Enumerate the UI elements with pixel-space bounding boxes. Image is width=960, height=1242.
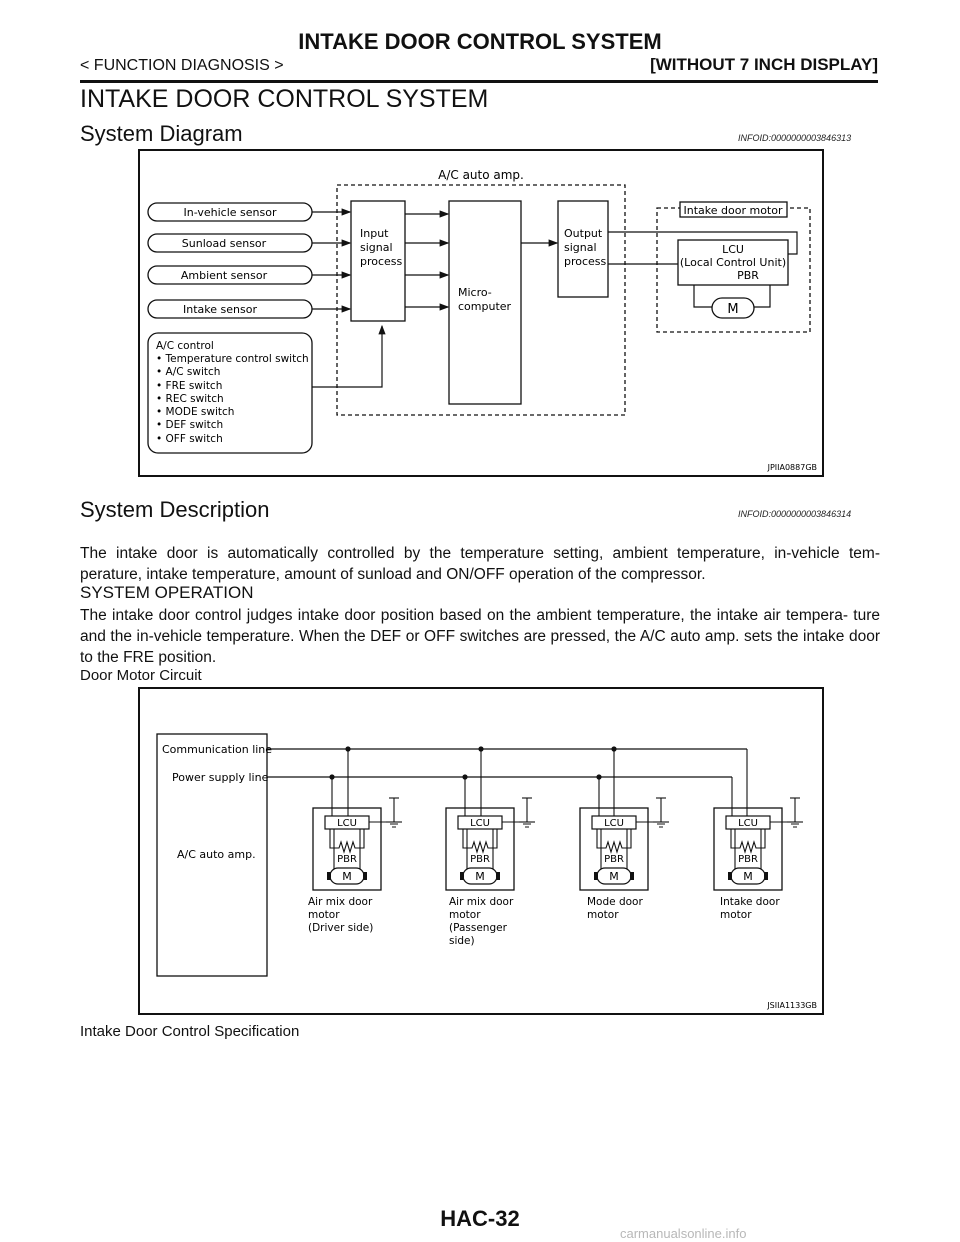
lcu-label: LCU — [722, 243, 744, 256]
motor-name: motor — [449, 909, 481, 921]
door-motor-circuit-svg: Communication line Power supply line A/C… — [156, 733, 817, 1010]
sensor-sunload: Sunload sensor — [182, 237, 267, 250]
lcu-label: LCU — [337, 818, 357, 829]
lcu-label: LCU — [604, 818, 624, 829]
sensor-boxes: In-vehicle sensor Sunload sensor Ambient… — [147, 202, 313, 319]
lcu-label: (Local Control Unit) — [680, 256, 786, 269]
motor-m-label: M — [342, 870, 352, 883]
pbr-label: PBR — [337, 854, 357, 865]
motor-m-label: M — [475, 870, 485, 883]
power-line-label: Power supply line — [172, 771, 269, 784]
micro-label: Micro- — [458, 286, 492, 299]
amp-label-2: A/C auto amp. — [177, 848, 256, 861]
motor-name: Intake door — [720, 896, 780, 908]
section-title-system-diagram: System Diagram — [80, 121, 243, 146]
motor-name: (Driver side) — [308, 922, 373, 934]
motor-m-label: M — [743, 870, 753, 883]
input-block-label: signal — [360, 241, 393, 254]
micro-label: computer — [458, 300, 512, 313]
sensor-in-vehicle: In-vehicle sensor — [183, 206, 276, 219]
system-operation-paragraph: The intake door control judges intake do… — [80, 607, 880, 666]
amp-box — [156, 733, 268, 977]
ac-control-item: • MODE switch — [156, 406, 234, 418]
ac-control-item: • Temperature control switch — [156, 353, 309, 365]
input-block-label: Input — [360, 227, 389, 240]
caption-door-motor-circuit: Door Motor Circuit — [80, 667, 202, 684]
watermark: carmanualsonline.info — [620, 1226, 747, 1241]
pbr-label: PBR — [604, 854, 624, 865]
output-block-label: process — [564, 255, 607, 268]
motor-name: Mode door — [587, 896, 643, 908]
pbr-label: PBR — [470, 854, 490, 865]
pbr-label: PBR — [737, 269, 759, 282]
info-id: INFOID:0000000003846314 — [738, 509, 852, 519]
description-paragraph: The intake door is automatically control… — [80, 545, 880, 583]
lcu-label: LCU — [738, 818, 758, 829]
input-signal-block — [350, 200, 406, 322]
figure-code: JSIIA1133GB — [766, 1001, 817, 1010]
page-header-title: INTAKE DOOR CONTROL SYSTEM — [298, 29, 662, 54]
bus-lines — [267, 748, 747, 778]
header-rule — [80, 80, 878, 83]
caption-intake-door-spec: Intake Door Control Specification — [80, 1023, 300, 1040]
page-title: INTAKE DOOR CONTROL SYSTEM — [80, 85, 489, 113]
lcu-block — [677, 239, 789, 286]
ac-control-item: • OFF switch — [156, 433, 223, 445]
amp-label: A/C auto amp. — [438, 168, 524, 182]
page-number: HAC-32 — [440, 1206, 520, 1231]
motor-unit-intake: LCU PBR M Intake door motor — [713, 749, 803, 921]
ac-control-item: • A/C switch — [156, 366, 220, 378]
breadcrumb: < FUNCTION DIAGNOSIS > — [80, 57, 284, 74]
ac-control-item: • DEF switch — [156, 419, 223, 431]
door-motor-circuit-figure: Communication line Power supply line A/C… — [138, 687, 824, 1015]
intake-motor-label: Intake door motor — [684, 204, 783, 217]
motor-name: (Passenger — [449, 922, 508, 934]
microcomputer-block — [448, 200, 522, 405]
output-block-label: signal — [564, 241, 597, 254]
ac-control-title: A/C control — [156, 340, 214, 352]
output-signal-block — [557, 200, 609, 298]
output-block-label: Output — [564, 227, 603, 240]
motor-name: motor — [720, 909, 752, 921]
lcu-label: LCU — [470, 818, 490, 829]
motor-unit-mode: LCU PBR M Mode door motor — [579, 749, 669, 921]
sensor-arrows — [312, 208, 386, 388]
subsection-title-system-operation: SYSTEM OPERATION — [80, 583, 254, 602]
system-diagram-figure: A/C auto amp. In-vehicle sensor Sunload … — [138, 149, 824, 477]
intake-motor-group — [656, 207, 811, 333]
motor-m-label: M — [609, 870, 619, 883]
system-diagram-svg: A/C auto amp. In-vehicle sensor Sunload … — [147, 168, 817, 472]
motor-name: motor — [308, 909, 340, 921]
figure-code: JPIIA0887GB — [767, 463, 817, 472]
motor-m-label: M — [727, 302, 738, 317]
ac-control-item: • FRE switch — [156, 380, 222, 392]
sensor-ambient: Ambient sensor — [181, 269, 268, 282]
header-variant: [WITHOUT 7 INCH DISPLAY] — [650, 55, 878, 74]
output-connections — [608, 231, 798, 308]
bus-junctions — [329, 746, 617, 780]
info-id: INFOID:0000000003846313 — [738, 133, 852, 143]
motor-name: Air mix door — [449, 896, 514, 908]
motor-name: Air mix door — [308, 896, 373, 908]
motor-unit-passenger: LCU PBR M Air mix door motor (Passenger … — [445, 749, 535, 947]
ac-control-box — [147, 332, 313, 454]
motor-unit-driver: LCU PBR M Air mix door motor (Driver sid… — [308, 749, 402, 934]
input-to-micro-arrows — [405, 210, 450, 311]
input-block-label: process — [360, 255, 403, 268]
section-title-system-description: System Description — [80, 497, 270, 522]
sensor-intake: Intake sensor — [183, 303, 257, 316]
motor-m-symbol — [711, 297, 755, 319]
comm-line-label: Communication line — [162, 743, 272, 756]
motor-name: side) — [449, 935, 475, 947]
pbr-label: PBR — [738, 854, 758, 865]
ac-control-item: • REC switch — [156, 393, 224, 405]
motor-name: motor — [587, 909, 619, 921]
